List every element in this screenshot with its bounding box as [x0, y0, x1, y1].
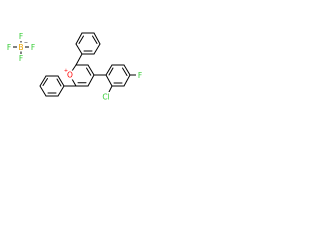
- chlorofluorophenyl-ring: Cl F: [93, 64, 145, 102]
- bond-o-c2: [71, 64, 77, 72]
- tetrafluoroborate-anion: B − F F F F: [5, 32, 37, 63]
- fluorine-right-label: F: [31, 43, 35, 52]
- boron-atom-label: B: [18, 43, 23, 52]
- aryl-fluorine-label: F: [138, 71, 142, 80]
- chemical-structure-diagram: B − F F F F O +: [5, 32, 145, 102]
- pyrylium-ring: O +: [64, 64, 95, 87]
- pyrylium-oxygen-label: O: [67, 71, 73, 80]
- pyrylium-oxygen-charge: +: [64, 68, 68, 74]
- fluorine-left-label: F: [7, 43, 11, 52]
- bottom-phenyl-ring: [39, 75, 77, 97]
- bond-c3-c4-inner: [86, 67, 92, 76]
- bond-c3-c4: [87, 64, 95, 76]
- bond-c4-c5: [87, 74, 95, 87]
- chlorine-atom-label: Cl: [102, 93, 109, 102]
- fluorine-bottom-label: F: [19, 54, 23, 63]
- boron-charge-label: −: [24, 40, 28, 46]
- bond-c6-o: [71, 78, 77, 87]
- bond-c2-top-phenyl: [75, 53, 83, 66]
- fluorine-top-label: F: [19, 32, 23, 41]
- top-phenyl-ring: [75, 32, 101, 66]
